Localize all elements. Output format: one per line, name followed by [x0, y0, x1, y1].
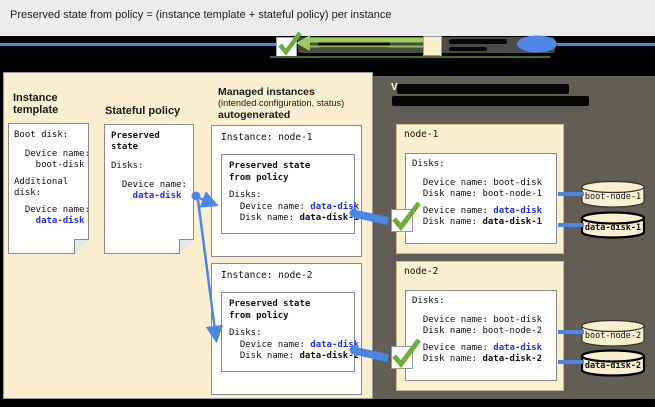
legend-redacted-text: [318, 42, 390, 48]
preserved-state-box-node-1: Preserved state from policy Disks: Devic…: [221, 154, 359, 234]
legend-blue-line-left: [0, 43, 276, 46]
vm-disks-box-node-1: Disks: Device name: boot-disk Disk name:…: [405, 153, 557, 244]
actual-config-panel: V node-1 Disks: Device name: boot-disk D…: [373, 76, 655, 399]
title-bar: [0, 0, 655, 36]
instance-box-node-1: Instance: node-1 Preserved state from po…: [211, 125, 362, 257]
legend-redacted-text: [449, 47, 487, 51]
redacted-header-glyph: V: [391, 82, 398, 93]
stateful-policy-card: Preserved state Disks: Device name: data…: [104, 124, 194, 254]
redacted-header-line: [397, 84, 569, 94]
managed-instances-header: Managed instances (intended configuratio…: [218, 86, 345, 121]
stateful-policy-label: Stateful policy: [105, 105, 181, 117]
disk-cylinder-icon: [581, 180, 645, 208]
vm2-checkmark-box: [391, 346, 413, 369]
instance-template-label: Instance template: [13, 92, 59, 116]
legend-checkmark-box: [276, 37, 297, 58]
vm-box-node-2: node-2 Disks: Device name: boot-disk Dis…: [396, 261, 564, 391]
disk-cylinder-icon: [581, 319, 645, 347]
legend-vm-swatch: [423, 36, 442, 56]
vm1-checkmark-box: [391, 209, 413, 232]
disk-label: data-disk-2: [584, 361, 642, 371]
instance-template-card: Boot disk: Device name: boot-disk Additi…: [8, 123, 90, 254]
vm-box-node-1: node-1 Disks: Device name: boot-disk Dis…: [396, 124, 564, 254]
legend-redacted-text: [449, 39, 507, 44]
legend-green-underline: [270, 56, 550, 58]
folded-corner-icon: [74, 239, 89, 254]
disk-cylinder-icon: [580, 349, 646, 377]
disk-label: data-disk-1: [584, 223, 642, 233]
intended-config-panel: Instance template Stateful policy Boot d…: [3, 72, 373, 399]
preserved-state-box-node-2: Preserved state from policy Disks: Devic…: [221, 292, 359, 372]
disk-label: boot-node-2: [584, 331, 642, 341]
folded-corner-icon: [179, 239, 194, 254]
disk-cylinder-icon: [580, 211, 646, 239]
legend-blue-line-right: [557, 43, 655, 46]
vm-disks-box-node-2: Disks: Device name: boot-disk Disk name:…: [405, 290, 557, 381]
disk-label: boot-node-1: [584, 192, 642, 202]
redacted-header-line: [392, 96, 589, 106]
page-title: Preserved state from policy = (instance …: [10, 9, 392, 21]
instance-box-node-2: Instance: node-2 Preserved state from po…: [211, 263, 362, 395]
